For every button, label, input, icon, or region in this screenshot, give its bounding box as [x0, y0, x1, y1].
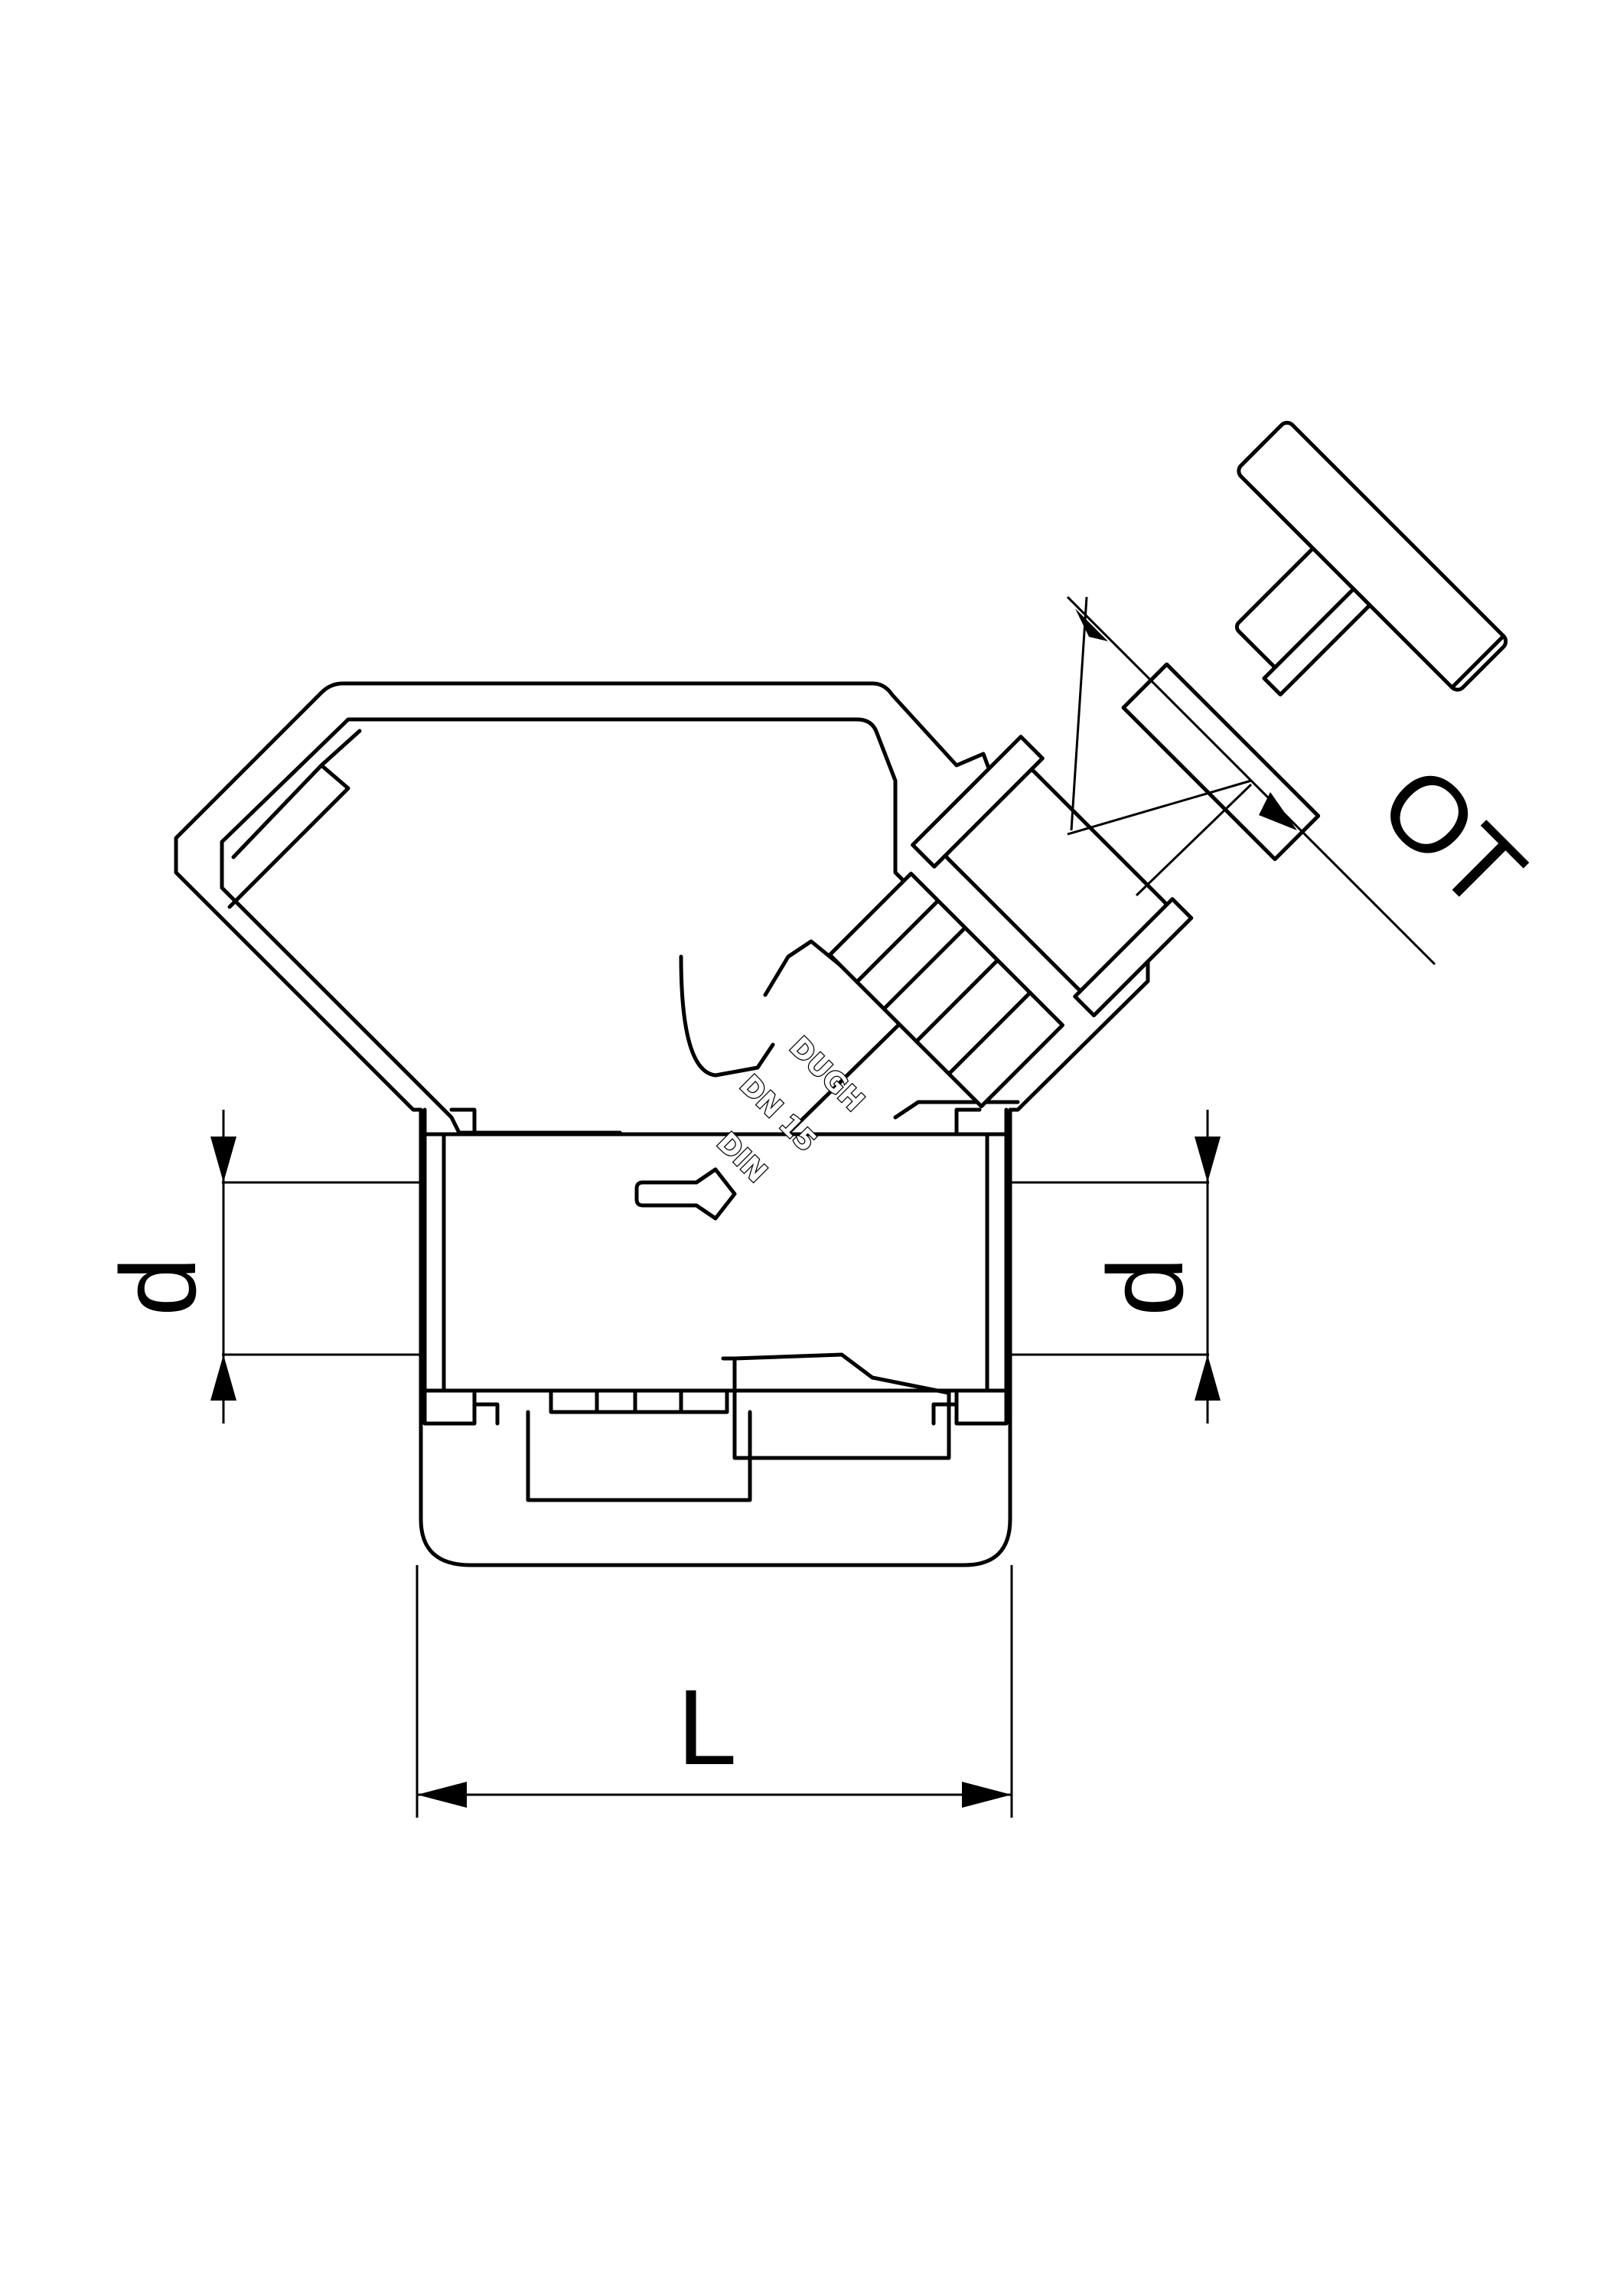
flow-arrow-icon: [634, 1167, 737, 1221]
chamber-seat: [679, 954, 775, 1078]
stem-label: OT: [1358, 742, 1547, 932]
handwheel: [1237, 420, 1508, 692]
dimension-length: L: [416, 1565, 1013, 1818]
drain-plug: [549, 1391, 729, 1414]
stem-assembly: [763, 420, 1508, 1109]
gland-cap: [1073, 897, 1194, 1018]
stem: [1121, 662, 1321, 862]
packing-nut: [827, 872, 1064, 1109]
brand-marking: DUGH: [784, 1031, 870, 1117]
bottom-steps: [472, 1402, 959, 1426]
gland-collar: [911, 735, 1045, 869]
outlet-diameter-label: d: [1085, 1257, 1205, 1316]
dimension-inlet-diameter: d: [98, 1110, 421, 1424]
pipe-section: [422, 1132, 1009, 1393]
left-flange: [422, 1107, 477, 1426]
drain-boss: [526, 1410, 752, 1502]
length-label: L: [677, 1667, 737, 1787]
dimension-outlet-diameter: d: [1010, 1110, 1221, 1424]
chamber-notch: [227, 729, 362, 909]
valve-body: [174, 681, 1150, 1567]
drain-nut: [721, 1352, 951, 1460]
inlet-diameter-label: d: [98, 1257, 218, 1316]
right-flange: [954, 1107, 1009, 1426]
